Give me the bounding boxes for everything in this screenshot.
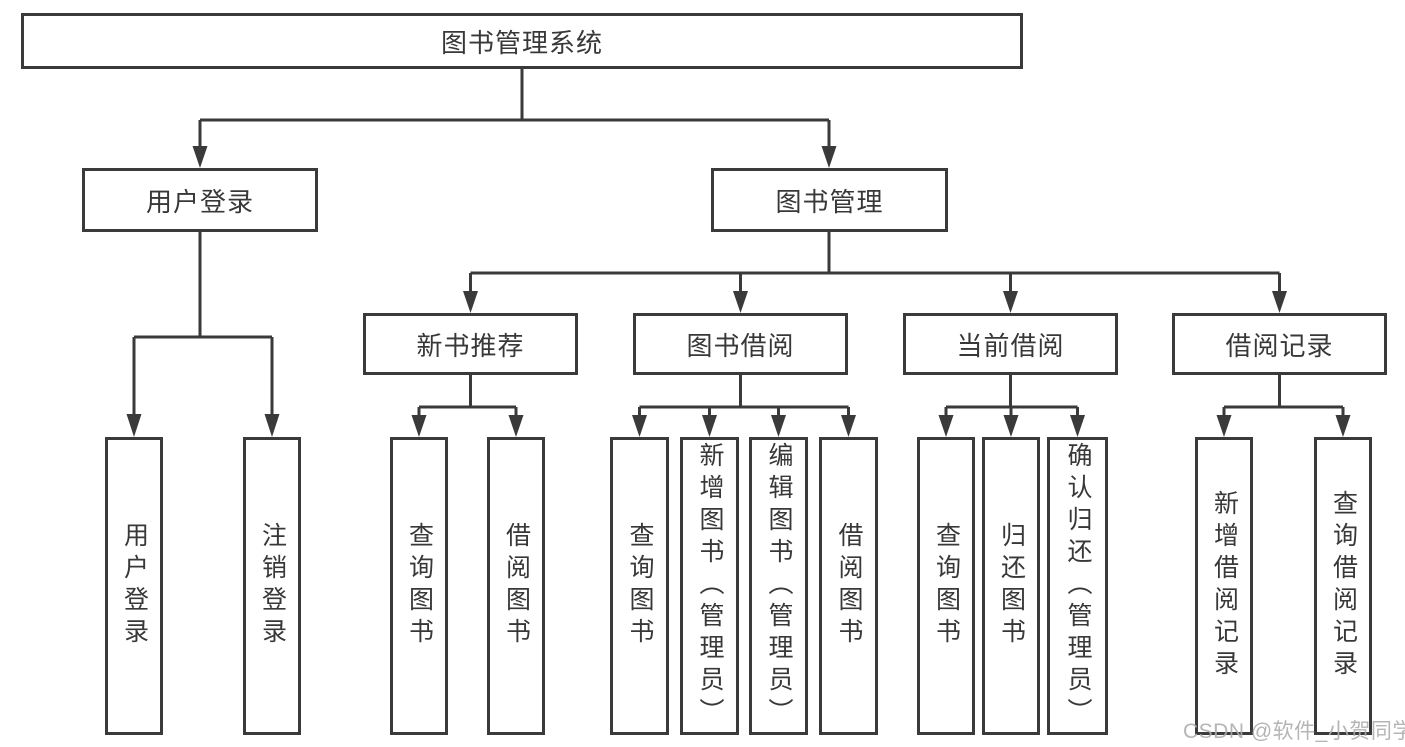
node-library-management-system: 图书管理系统 xyxy=(21,13,1023,69)
leaf-query-books-recommend: 查询图书 xyxy=(390,437,448,735)
arrow-down-icon xyxy=(1272,291,1287,313)
arrow-down-icon xyxy=(1070,415,1085,437)
leaf-add-book-admin: 新增图书（管理员） xyxy=(680,437,739,735)
connector-new-book-recommendation-to-leaves xyxy=(411,375,524,437)
node-book-management: 图书管理 xyxy=(711,168,948,232)
arrow-down-icon xyxy=(841,415,856,437)
connector-root-to-level2 xyxy=(192,69,837,168)
arrow-down-icon xyxy=(411,415,427,437)
csdn-watermark: CSDN @软件_小贺同学 xyxy=(1183,720,1405,743)
arrow-down-icon xyxy=(1003,415,1019,437)
connector-borrowing-records-to-leaves xyxy=(1216,375,1351,437)
arrow-down-icon xyxy=(1216,415,1232,437)
arrow-down-icon xyxy=(508,415,524,437)
arrow-down-icon xyxy=(463,291,478,313)
leaf-edit-book-admin: 编辑图书（管理员） xyxy=(749,437,808,735)
leaf-add-borrow-record: 新增借阅记录 xyxy=(1195,437,1253,735)
arrow-down-icon xyxy=(771,415,786,437)
node-new-book-recommendation: 新书推荐 xyxy=(363,313,578,375)
leaf-confirm-return-admin: 确认归还（管理员） xyxy=(1047,437,1108,735)
node-book-borrowing: 图书借阅 xyxy=(633,313,848,375)
leaf-user-login: 用户登录 xyxy=(105,437,163,735)
leaf-borrow-books-recommend: 借阅图书 xyxy=(487,437,545,735)
leaf-return-book: 归还图书 xyxy=(982,437,1040,735)
leaf-logout: 注销登录 xyxy=(243,437,301,735)
node-user-login: 用户登录 xyxy=(82,168,318,232)
connector-user-login-to-leaves xyxy=(126,232,280,437)
leaf-query-borrow-record: 查询借阅记录 xyxy=(1314,437,1372,735)
leaf-borrow-books-borrowing: 借阅图书 xyxy=(819,437,878,735)
connector-current-borrowing-to-leaves xyxy=(938,375,1085,437)
leaf-query-books-borrowing: 查询图书 xyxy=(610,437,669,735)
arrow-down-icon xyxy=(821,146,837,168)
arrow-down-icon xyxy=(702,415,717,437)
node-current-borrowing: 当前借阅 xyxy=(903,313,1118,375)
arrow-down-icon xyxy=(192,146,208,168)
leaf-query-books-current: 查询图书 xyxy=(917,437,975,735)
arrow-down-icon xyxy=(1003,291,1018,313)
connector-book-management-to-groups xyxy=(463,232,1287,313)
connector-book-borrowing-to-leaves xyxy=(632,375,856,437)
node-borrowing-records: 借阅记录 xyxy=(1172,313,1387,375)
arrow-down-icon xyxy=(733,291,748,313)
arrow-down-icon xyxy=(938,415,954,437)
arrow-down-icon xyxy=(1335,415,1351,437)
arrow-down-icon xyxy=(126,414,142,437)
arrow-down-icon xyxy=(264,414,280,437)
arrow-down-icon xyxy=(632,415,647,437)
